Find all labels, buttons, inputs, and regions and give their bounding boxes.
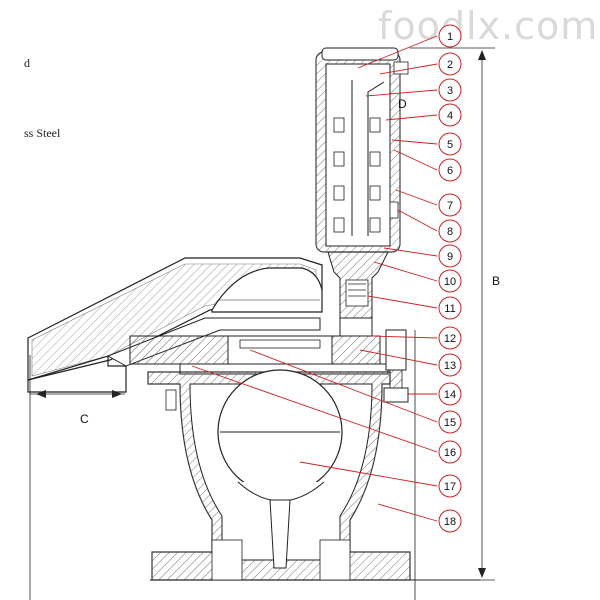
callout-circle [438, 440, 462, 464]
dimension-c-label: C [80, 412, 89, 426]
callout-9: 9 [438, 244, 462, 268]
callout-10: 10 [438, 269, 462, 293]
callout-number: 10 [444, 276, 456, 288]
callout-14: 14 [438, 382, 462, 406]
callout-number: 11 [444, 303, 455, 315]
callout-number: 14 [444, 389, 456, 401]
left-caption-line2: ss Steel [24, 126, 61, 140]
callout-number: 15 [444, 417, 456, 429]
callout-circle [438, 410, 462, 434]
callout-circle [438, 52, 462, 76]
callout-number: 13 [444, 360, 456, 372]
callout-circle [438, 24, 462, 48]
callout-number: 9 [447, 251, 453, 263]
callout-5: 5 [438, 132, 462, 156]
neck-connector [327, 251, 389, 337]
callout-circle [438, 509, 462, 533]
callout-circle [438, 132, 462, 156]
callout-circle [438, 103, 462, 127]
callout-circle [438, 326, 462, 350]
callout-1: 1 [438, 24, 462, 48]
callout-number: 18 [444, 516, 456, 528]
callout-circle [438, 78, 462, 102]
callout-3: 3 [438, 78, 462, 102]
callout-circle [438, 474, 462, 498]
callout-8: 8 [438, 219, 462, 243]
callout-circle [438, 353, 462, 377]
inner-float-slots [333, 117, 381, 233]
left-caption-line1: d [24, 56, 30, 70]
vent-cylinder: D [315, 47, 409, 253]
callout-2: 2 [438, 52, 462, 76]
callout-circle [438, 158, 462, 182]
callout-16: 16 [438, 440, 462, 464]
callout-11: 11 [438, 296, 462, 320]
callout-6: 6 [438, 158, 462, 182]
callout-circle [438, 219, 462, 243]
callout-number: 3 [447, 85, 453, 97]
flange-bolts [165, 329, 409, 411]
callout-number: 2 [447, 59, 453, 71]
callout-15: 15 [438, 410, 462, 434]
callout-12: 12 [438, 326, 462, 350]
callout-number: 12 [444, 333, 456, 345]
callout-number: 7 [447, 200, 453, 212]
callout-number: 6 [447, 165, 453, 177]
dimension-d-label: D [398, 97, 407, 111]
dimension-b-label: B [492, 274, 500, 288]
watermark: foodlx.com [378, 4, 599, 48]
leader-lines [191, 35, 438, 522]
callout-number: 17 [444, 481, 456, 493]
upper-float [211, 267, 323, 313]
callout-4: 4 [438, 103, 462, 127]
callout-circle [438, 382, 462, 406]
callout-number: 1 [447, 31, 453, 43]
callout-17: 17 [438, 474, 462, 498]
callout-number: 5 [447, 139, 453, 151]
callout-circle [438, 296, 462, 320]
ball-float [217, 369, 343, 569]
callout-number: 16 [444, 447, 456, 459]
callout-circle [438, 193, 462, 217]
callout-7: 7 [438, 193, 462, 217]
callout-circle [438, 269, 462, 293]
callout-18: 18 [438, 509, 462, 533]
callout-number: 8 [447, 226, 453, 238]
callout-number: 4 [447, 110, 453, 122]
callout-13: 13 [438, 353, 462, 377]
seat-plate [129, 335, 389, 375]
callout-circle [438, 244, 462, 268]
